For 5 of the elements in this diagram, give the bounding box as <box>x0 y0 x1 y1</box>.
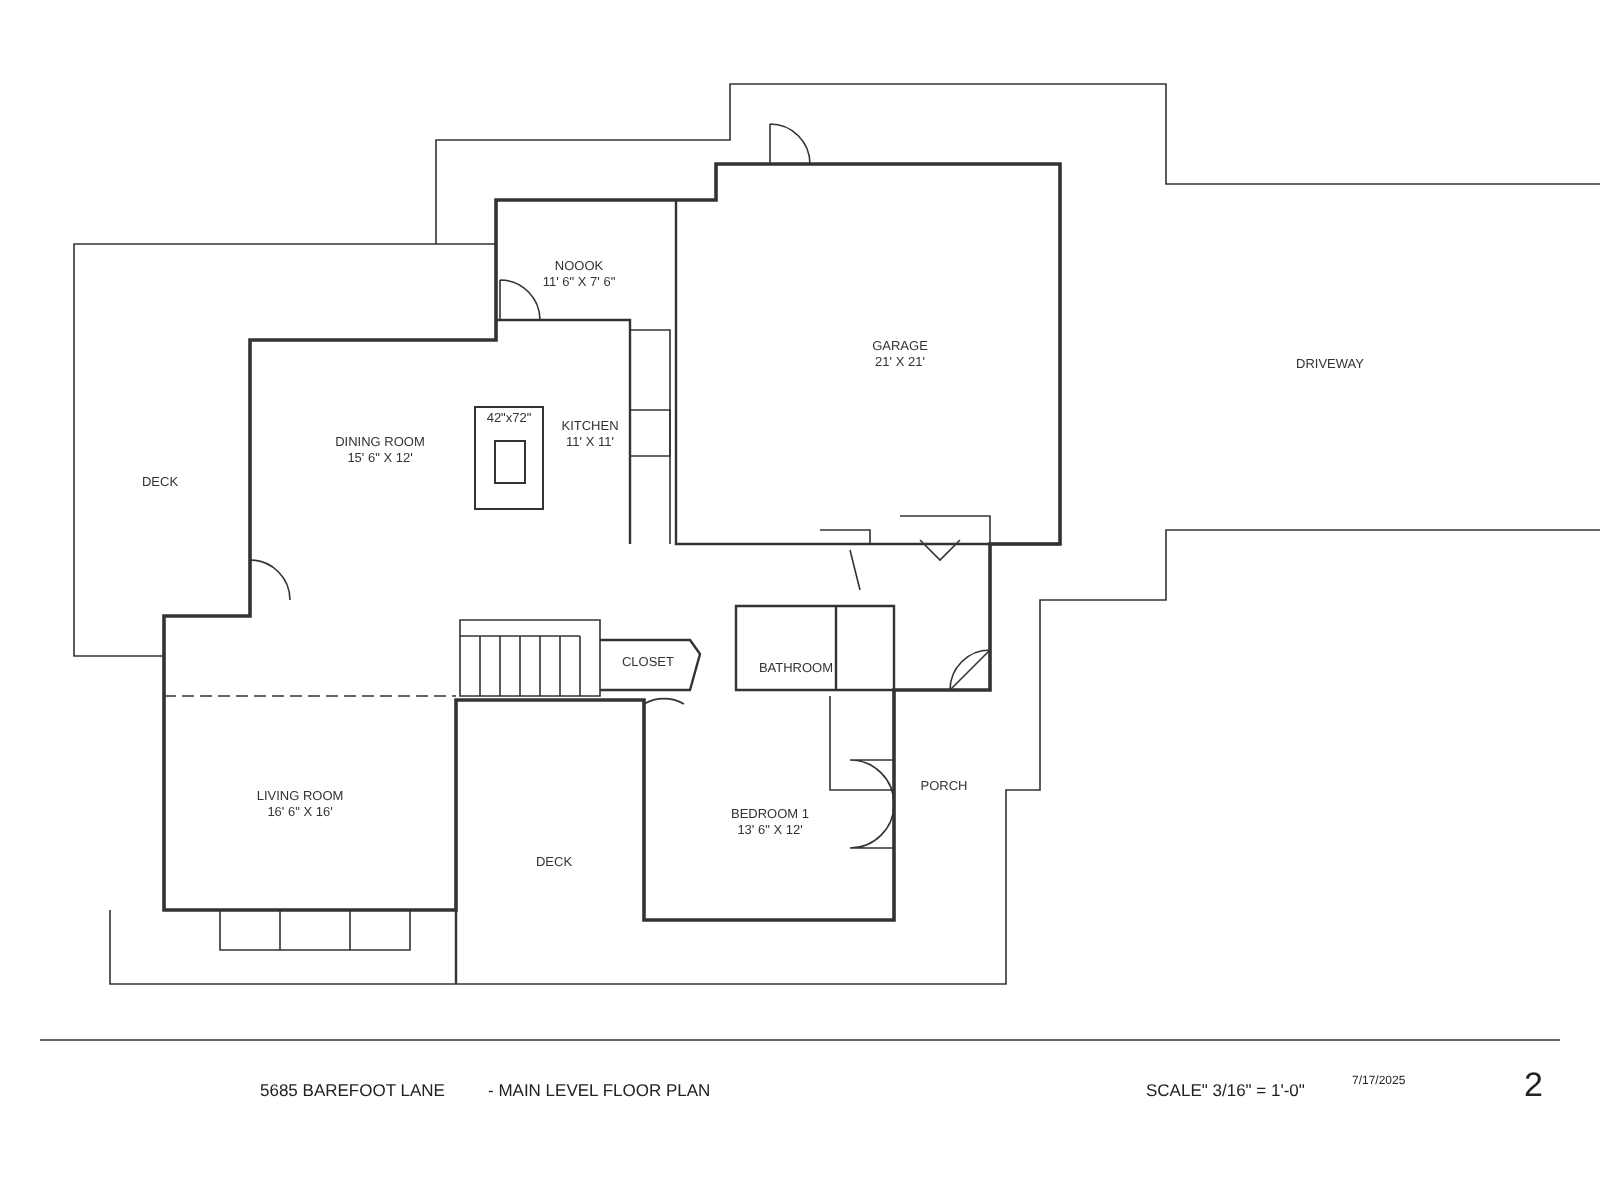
address-text: 5685 BAREFOOT LANE <box>260 1080 445 1100</box>
scale-note: SCALE" 3/16" = 1'-0" <box>1146 1080 1305 1100</box>
page-number: 2 <box>1524 1066 1543 1106</box>
kitchen-island <box>474 406 544 510</box>
plan-title: - MAIN LEVEL FLOOR PLAN <box>488 1080 711 1100</box>
